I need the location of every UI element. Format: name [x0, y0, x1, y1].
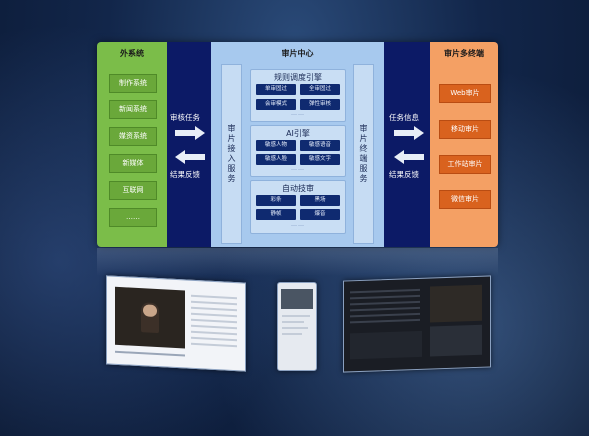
external-systems-column: 外系统 制作系统 新闻系统 媒资系统 新媒体 互联网 ……	[97, 42, 167, 247]
tech-check-box: 自动技审 彩条 黑场 静帧 爆音 ……	[250, 180, 346, 234]
rule-engine-title: 规则调度引擎	[274, 73, 322, 82]
engine-dots: ……	[291, 165, 305, 172]
engine-chip: 彩条	[256, 195, 296, 206]
arrow-left-icon	[175, 150, 205, 164]
terminal-char: 终	[359, 144, 368, 153]
terminal-char: 服	[359, 164, 368, 173]
web-review-screenshot	[106, 275, 246, 372]
mobile-review-screenshot	[277, 282, 317, 371]
arrow-right-icon	[394, 126, 424, 140]
workstation-review-screenshot	[343, 275, 491, 373]
ai-engine-title: AI引擎	[286, 129, 310, 138]
right-item-1: 移动审片	[439, 120, 491, 139]
terminal-char: 审	[359, 124, 368, 133]
diagram-reflection	[97, 248, 498, 276]
review-center-title: 审片中心	[281, 49, 314, 58]
arrow-label-left-top: 审核任务	[170, 113, 200, 122]
engine-chip: 黑场	[300, 195, 340, 206]
engine-chip: 敏感文字	[300, 154, 340, 165]
engine-chip: 敏感语音	[300, 140, 340, 151]
right-item-0: Web审片	[439, 84, 491, 103]
arrow-label-right-bottom: 结果反馈	[389, 170, 419, 179]
arrow-label-left-bottom: 结果反馈	[170, 170, 200, 179]
left-item-1: 新闻系统	[109, 100, 157, 119]
engine-chip: 敏感人脸	[256, 154, 296, 165]
review-terminals-title: 审片多终端	[444, 49, 484, 58]
arrow-left-icon	[394, 150, 424, 164]
rule-engine-box: 规则调度引擎 单审固过 全审固过 会审模式 弹性审核 ……	[250, 69, 346, 122]
terminal-char: 端	[359, 154, 368, 163]
engine-chip: 敏感人物	[256, 140, 296, 151]
access-char: 接	[227, 144, 236, 153]
left-item-0: 制作系统	[109, 74, 157, 93]
engine-chip: 弹性审核	[300, 99, 340, 110]
access-service-bar: 审 片 接 入 服 务	[221, 64, 242, 244]
engine-dots: ……	[291, 221, 305, 228]
right-item-3: 微信审片	[439, 190, 491, 209]
left-item-3: 新媒体	[109, 154, 157, 173]
engine-chip: 静帧	[256, 209, 296, 220]
engine-chip: 全审固过	[300, 84, 340, 95]
left-item-5: ……	[109, 208, 157, 227]
access-char: 务	[227, 174, 236, 183]
engine-chip: 会审模式	[256, 99, 296, 110]
left-item-4: 互联网	[109, 181, 157, 200]
engine-chip: 单审固过	[256, 84, 296, 95]
terminal-char: 务	[359, 174, 368, 183]
engine-chip: 爆音	[300, 209, 340, 220]
right-item-2: 工作站审片	[439, 155, 491, 174]
external-systems-title: 外系统	[120, 49, 144, 58]
terminal-service-bar: 审 片 终 端 服 务	[353, 64, 374, 244]
access-char: 审	[227, 124, 236, 133]
review-terminals-column: 审片多终端 Web审片 移动审片 工作站审片 微信审片	[430, 42, 498, 247]
terminal-char: 片	[359, 134, 368, 143]
access-char: 入	[227, 154, 236, 163]
ai-engine-box: AI引擎 敏感人物 敏感语音 敏感人脸 敏感文字 ……	[250, 125, 346, 177]
tech-check-title: 自动技审	[282, 184, 314, 193]
access-char: 服	[227, 164, 236, 173]
arrow-label-right-top: 任务信息	[389, 113, 419, 122]
arrow-right-icon	[175, 126, 205, 140]
review-center-column: 审片中心 审 片 接 入 服 务 审 片 终 端 服 务 规则调度引擎	[211, 42, 384, 247]
engine-dots: ……	[291, 110, 305, 117]
access-char: 片	[227, 134, 236, 143]
left-item-2: 媒资系统	[109, 127, 157, 146]
architecture-diagram: 外系统 制作系统 新闻系统 媒资系统 新媒体 互联网 …… 审核任务 结果反馈 …	[97, 42, 498, 247]
video-preview	[115, 286, 185, 349]
